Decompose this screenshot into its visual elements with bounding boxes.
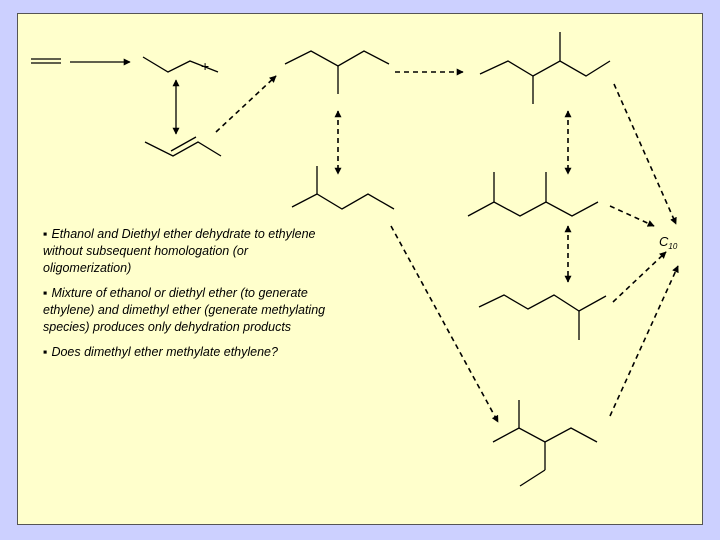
dimethylbutane-structure xyxy=(291,166,395,210)
bullet-marker: ▪ xyxy=(43,345,48,359)
dashed-arrow-to-c10-c xyxy=(612,251,667,303)
reaction-diagram: + C10 xyxy=(31,32,679,487)
product-subscript: 10 xyxy=(668,242,677,251)
trimethylpentane-structure xyxy=(479,32,611,104)
branched-octane-structure xyxy=(492,400,598,487)
bullet-1: ▪Ethanol and Diethyl ether dehydrate to … xyxy=(43,226,333,277)
methylpentane-structure xyxy=(284,50,390,94)
bullet-2: ▪Mixture of ethanol or diethyl ether (to… xyxy=(43,285,333,336)
bullet-marker: ▪ xyxy=(43,227,48,241)
dashed-arrow-to-c10-b xyxy=(609,205,655,227)
bullet-3: ▪Does dimethyl ether methylate ethylene? xyxy=(43,344,333,361)
bullet-marker: ▪ xyxy=(43,286,48,300)
ethylene-structure xyxy=(31,58,61,64)
plus-sign: + xyxy=(201,58,209,74)
butene-structure xyxy=(144,136,222,157)
methylheptene-structure xyxy=(478,294,607,340)
dimethylhexane-structure xyxy=(467,172,599,217)
dashed-arrow-to-c10-d xyxy=(609,265,679,417)
dashed-arrow-to-c10-a xyxy=(613,83,677,225)
dashed-arrow-to-branched xyxy=(390,225,499,423)
cation-fragment-structure xyxy=(142,56,219,73)
dashed-arrow-to-hexane xyxy=(215,75,277,133)
bullet-text: Does dimethyl ether methylate ethylene? xyxy=(51,345,278,359)
slide: + C10 ▪Ethanol and Diethyl ether dehydra… xyxy=(17,13,703,525)
bullet-list: ▪Ethanol and Diethyl ether dehydrate to … xyxy=(43,226,333,369)
bullet-text: Mixture of ethanol or diethyl ether (to … xyxy=(43,286,326,334)
product-label-c10: C10 xyxy=(659,234,678,251)
bullet-text: Ethanol and Diethyl ether dehydrate to e… xyxy=(43,227,316,275)
product-label: C xyxy=(659,234,669,249)
